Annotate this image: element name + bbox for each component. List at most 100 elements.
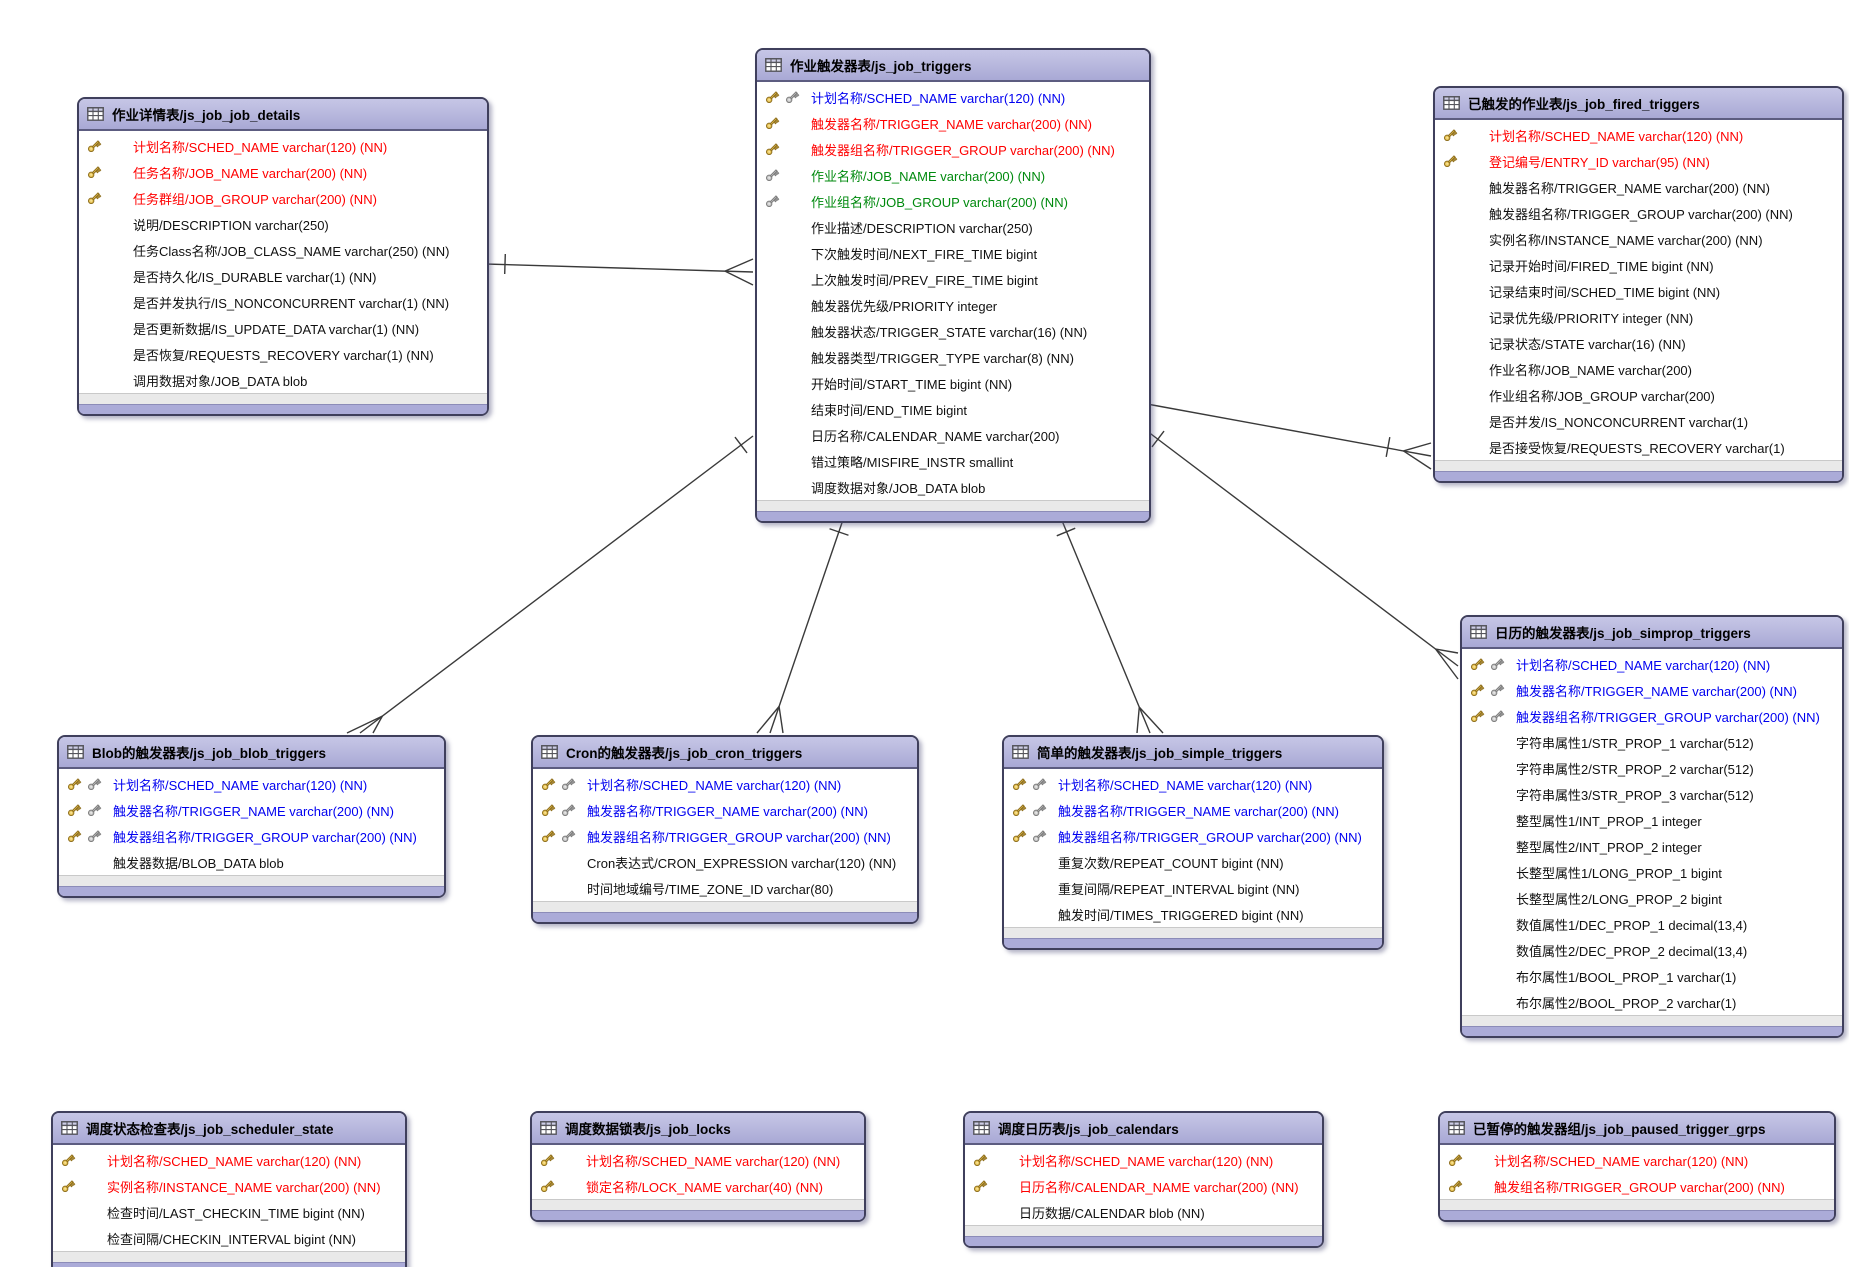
field-row[interactable]: 任务名称/JOB_NAME varchar(200) (NN): [79, 159, 487, 185]
field-row[interactable]: 触发器组名称/TRIGGER_GROUP varchar(200) (NN): [533, 823, 917, 849]
field-row[interactable]: 计划名称/SCHED_NAME varchar(120) (NN): [533, 771, 917, 797]
field-row[interactable]: 长整型属性2/LONG_PROP_2 bigint: [1462, 885, 1842, 911]
field-row[interactable]: 记录结束时间/SCHED_TIME bigint (NN): [1435, 278, 1842, 304]
field-row[interactable]: 上次触发时间/PREV_FIRE_TIME bigint: [757, 266, 1149, 292]
table-header[interactable]: 日历的触发器表/js_job_simprop_triggers: [1462, 617, 1842, 649]
field-row[interactable]: 触发器名称/TRIGGER_NAME varchar(200) (NN): [757, 110, 1149, 136]
field-row[interactable]: 错过策略/MISFIRE_INSTR smallint: [757, 448, 1149, 474]
field-row[interactable]: 计划名称/SCHED_NAME varchar(120) (NN): [1440, 1147, 1834, 1173]
field-row[interactable]: 触发器组名称/TRIGGER_GROUP varchar(200) (NN): [1435, 200, 1842, 226]
field-row[interactable]: 触发器名称/TRIGGER_NAME varchar(200) (NN): [59, 797, 444, 823]
table-header[interactable]: 简单的触发器表/js_job_simple_triggers: [1004, 737, 1382, 769]
table-header[interactable]: 已触发的作业表/js_job_fired_triggers: [1435, 88, 1842, 120]
field-row[interactable]: 整型属性1/INT_PROP_1 integer: [1462, 807, 1842, 833]
field-row[interactable]: 长整型属性1/LONG_PROP_1 bigint: [1462, 859, 1842, 885]
field-row[interactable]: 结束时间/END_TIME bigint: [757, 396, 1149, 422]
field-row[interactable]: 下次触发时间/NEXT_FIRE_TIME bigint: [757, 240, 1149, 266]
field-row[interactable]: 字符串属性2/STR_PROP_2 varchar(512): [1462, 755, 1842, 781]
table-header[interactable]: 调度状态检查表/js_job_scheduler_state: [53, 1113, 405, 1145]
field-row[interactable]: 触发器名称/TRIGGER_NAME varchar(200) (NN): [1435, 174, 1842, 200]
field-row[interactable]: 是否并发/IS_NONCONCURRENT varchar(1): [1435, 408, 1842, 434]
field-row[interactable]: 是否更新数据/IS_UPDATE_DATA varchar(1) (NN): [79, 315, 487, 341]
field-row[interactable]: 任务群组/JOB_GROUP varchar(200) (NN): [79, 185, 487, 211]
table-header[interactable]: 调度数据锁表/js_job_locks: [532, 1113, 864, 1145]
field-row[interactable]: 时间地域编号/TIME_ZONE_ID varchar(80): [533, 875, 917, 901]
field-row[interactable]: 登记编号/ENTRY_ID varchar(95) (NN): [1435, 148, 1842, 174]
field-row[interactable]: 记录优先级/PRIORITY integer (NN): [1435, 304, 1842, 330]
field-row[interactable]: 布尔属性1/BOOL_PROP_1 varchar(1): [1462, 963, 1842, 989]
field-row[interactable]: 触发器名称/TRIGGER_NAME varchar(200) (NN): [1004, 797, 1382, 823]
field-row[interactable]: 字符串属性1/STR_PROP_1 varchar(512): [1462, 729, 1842, 755]
field-row[interactable]: 日历数据/CALENDAR blob (NN): [965, 1199, 1322, 1225]
field-row[interactable]: 实例名称/INSTANCE_NAME varchar(200) (NN): [1435, 226, 1842, 252]
field-row[interactable]: 记录状态/STATE varchar(16) (NN): [1435, 330, 1842, 356]
field-row[interactable]: 说明/DESCRIPTION varchar(250): [79, 211, 487, 237]
field-row[interactable]: 记录开始时间/FIRED_TIME bigint (NN): [1435, 252, 1842, 278]
field-row[interactable]: 开始时间/START_TIME bigint (NN): [757, 370, 1149, 396]
field-row[interactable]: 计划名称/SCHED_NAME varchar(120) (NN): [59, 771, 444, 797]
field-row[interactable]: 作业组名称/JOB_GROUP varchar(200): [1435, 382, 1842, 408]
field-row[interactable]: 触发器组名称/TRIGGER_GROUP varchar(200) (NN): [1004, 823, 1382, 849]
table-header[interactable]: 已暂停的触发器组/js_job_paused_trigger_grps: [1440, 1113, 1834, 1145]
field-row[interactable]: 检查间隔/CHECKIN_INTERVAL bigint (NN): [53, 1225, 405, 1251]
field-row[interactable]: 触发器数据/BLOB_DATA blob: [59, 849, 444, 875]
field-row[interactable]: 计划名称/SCHED_NAME varchar(120) (NN): [1004, 771, 1382, 797]
field-row[interactable]: 数值属性1/DEC_PROP_1 decimal(13,4): [1462, 911, 1842, 937]
field-row[interactable]: 触发时间/TIMES_TRIGGERED bigint (NN): [1004, 901, 1382, 927]
table-header[interactable]: Blob的触发器表/js_job_blob_triggers: [59, 737, 444, 769]
field-row[interactable]: 调度数据对象/JOB_DATA blob: [757, 474, 1149, 500]
field-row[interactable]: 是否接受恢复/REQUESTS_RECOVERY varchar(1): [1435, 434, 1842, 460]
field-row[interactable]: Cron表达式/CRON_EXPRESSION varchar(120) (NN…: [533, 849, 917, 875]
field-row[interactable]: 计划名称/SCHED_NAME varchar(120) (NN): [965, 1147, 1322, 1173]
field-row[interactable]: 触发器组名称/TRIGGER_GROUP varchar(200) (NN): [59, 823, 444, 849]
table-header[interactable]: Cron的触发器表/js_job_cron_triggers: [533, 737, 917, 769]
field-row[interactable]: 布尔属性2/BOOL_PROP_2 varchar(1): [1462, 989, 1842, 1015]
field-row[interactable]: 计划名称/SCHED_NAME varchar(120) (NN): [79, 133, 487, 159]
field-row[interactable]: 触发器组名称/TRIGGER_GROUP varchar(200) (NN): [1462, 703, 1842, 729]
field-row[interactable]: 实例名称/INSTANCE_NAME varchar(200) (NN): [53, 1173, 405, 1199]
field-row[interactable]: 是否并发执行/IS_NONCONCURRENT varchar(1) (NN): [79, 289, 487, 315]
field-row[interactable]: 计划名称/SCHED_NAME varchar(120) (NN): [1462, 651, 1842, 677]
field-row[interactable]: 调用数据对象/JOB_DATA blob: [79, 367, 487, 393]
field-row[interactable]: 触发器名称/TRIGGER_NAME varchar(200) (NN): [1462, 677, 1842, 703]
field-row[interactable]: 字符串属性3/STR_PROP_3 varchar(512): [1462, 781, 1842, 807]
field-row[interactable]: 作业组名称/JOB_GROUP varchar(200) (NN): [757, 188, 1149, 214]
field-row[interactable]: 触发器名称/TRIGGER_NAME varchar(200) (NN): [533, 797, 917, 823]
field-row[interactable]: 是否恢复/REQUESTS_RECOVERY varchar(1) (NN): [79, 341, 487, 367]
field-row[interactable]: 重复间隔/REPEAT_INTERVAL bigint (NN): [1004, 875, 1382, 901]
field-row[interactable]: 任务Class名称/JOB_CLASS_NAME varchar(250) (N…: [79, 237, 487, 263]
field-row[interactable]: 锁定名称/LOCK_NAME varchar(40) (NN): [532, 1173, 864, 1199]
field-row[interactable]: 计划名称/SCHED_NAME varchar(120) (NN): [53, 1147, 405, 1173]
field-row[interactable]: 触发器优先级/PRIORITY integer: [757, 292, 1149, 318]
field-row[interactable]: 计划名称/SCHED_NAME varchar(120) (NN): [1435, 122, 1842, 148]
field-row[interactable]: 计划名称/SCHED_NAME varchar(120) (NN): [757, 84, 1149, 110]
field-row[interactable]: 计划名称/SCHED_NAME varchar(120) (NN): [532, 1147, 864, 1173]
field-row[interactable]: 是否持久化/IS_DURABLE varchar(1) (NN): [79, 263, 487, 289]
table-header[interactable]: 调度日历表/js_job_calendars: [965, 1113, 1322, 1145]
field-row[interactable]: 日历名称/CALENDAR_NAME varchar(200) (NN): [965, 1173, 1322, 1199]
table-header[interactable]: 作业详情表/js_job_job_details: [79, 99, 487, 131]
field-row[interactable]: 数值属性2/DEC_PROP_2 decimal(13,4): [1462, 937, 1842, 963]
field-row[interactable]: 日历名称/CALENDAR_NAME varchar(200): [757, 422, 1149, 448]
field-row[interactable]: 作业名称/JOB_NAME varchar(200) (NN): [757, 162, 1149, 188]
field-row[interactable]: 触发器状态/TRIGGER_STATE varchar(16) (NN): [757, 318, 1149, 344]
field-row[interactable]: 触发器类型/TRIGGER_TYPE varchar(8) (NN): [757, 344, 1149, 370]
field-row[interactable]: 触发器组名称/TRIGGER_GROUP varchar(200) (NN): [757, 136, 1149, 162]
field-row[interactable]: 作业描述/DESCRIPTION varchar(250): [757, 214, 1149, 240]
field-row[interactable]: 重复次数/REPEAT_COUNT bigint (NN): [1004, 849, 1382, 875]
field-row[interactable]: 检查时间/LAST_CHECKIN_TIME bigint (NN): [53, 1199, 405, 1225]
field-row[interactable]: 整型属性2/INT_PROP_2 integer: [1462, 833, 1842, 859]
table-header[interactable]: 作业触发器表/js_job_triggers: [757, 50, 1149, 82]
field-row[interactable]: 触发组名称/TRIGGER_GROUP varchar(200) (NN): [1440, 1173, 1834, 1199]
